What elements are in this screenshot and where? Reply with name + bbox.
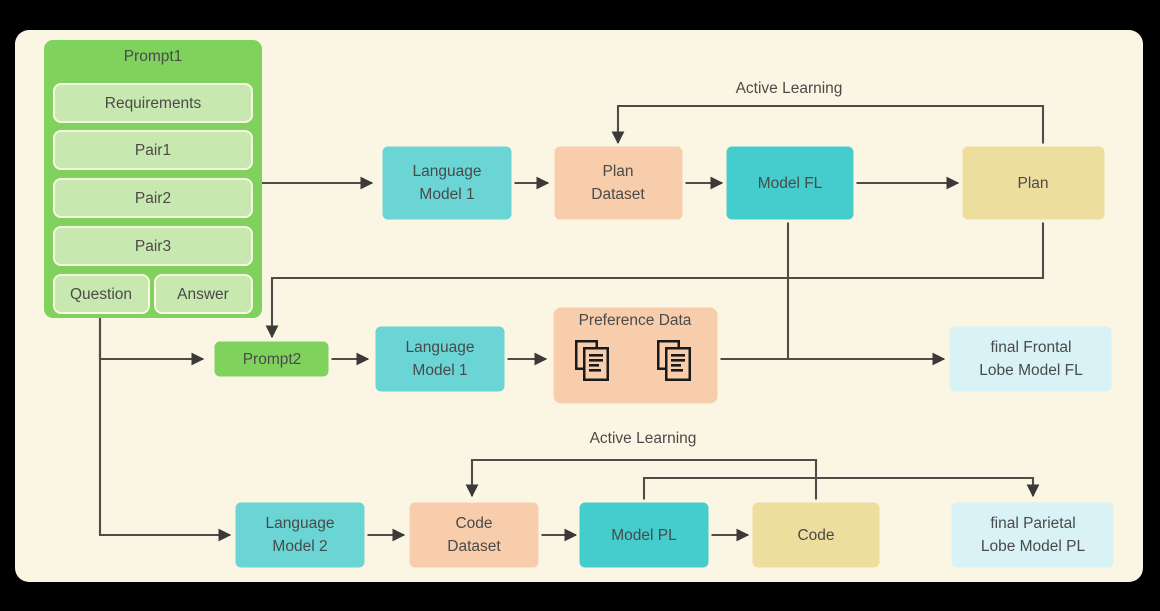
edge-model-pl-to-final-parietal (642, 476, 1040, 500)
prompt1-item-answer[interactable]: Answer (154, 274, 253, 314)
prompt1-panel[interactable]: Prompt1 Requirements Pair1 Pair2 Pair3 Q… (44, 40, 262, 318)
node-label-line1: Model FL (758, 175, 823, 192)
node-label-line1: Model PL (611, 527, 677, 544)
node-label-line1: Prompt2 (243, 351, 302, 368)
document-copy-icon (657, 340, 691, 381)
edge-question-to-prompt2 (98, 318, 205, 366)
node-label-line2: Model 1 (419, 186, 474, 203)
node-code[interactable]: Code (749, 499, 883, 571)
edge-plan-to-prompt2 (265, 221, 1045, 339)
node-model-pl[interactable]: Model PL (576, 499, 712, 571)
node-label-line1: Language (406, 339, 475, 356)
node-language-model-1-top[interactable]: Language Model 1 (379, 143, 515, 223)
node-label-line1: Plan (602, 163, 633, 180)
prompt1-title: Prompt1 (124, 48, 183, 65)
node-prompt2[interactable]: Prompt2 (211, 338, 332, 380)
prompt1-item-requirements[interactable]: Requirements (53, 83, 253, 123)
edge-active-learning-bottom (465, 458, 818, 500)
prompt1-item-label: Pair2 (135, 190, 171, 207)
node-label-line2: Lobe Model FL (979, 362, 1083, 379)
node-label-line1: final Parietal (990, 515, 1075, 532)
node-label-line1: Plan (1017, 175, 1048, 192)
node-label-line2: Lobe Model PL (981, 538, 1086, 555)
edge-question-to-lm2 (98, 318, 232, 542)
prompt1-item-label: Pair1 (135, 142, 171, 159)
prompt1-item-label: Pair3 (135, 238, 171, 255)
node-label-line2: Dataset (447, 538, 501, 555)
prompt1-qa-label: Answer (177, 286, 229, 303)
preference-data-title: Preference Data (579, 312, 692, 329)
node-plan[interactable]: Plan (959, 143, 1108, 223)
node-label-line2: Dataset (591, 186, 645, 203)
node-label-line1: Code (797, 527, 834, 544)
prompt1-item-pair1[interactable]: Pair1 (53, 130, 253, 170)
node-label-line2: Model 1 (412, 362, 467, 379)
node-label-line1: final Frontal (991, 339, 1072, 356)
prompt1-item-pair2[interactable]: Pair2 (53, 178, 253, 218)
document-copy-icon (575, 340, 609, 381)
node-model-fl[interactable]: Model FL (723, 143, 857, 223)
node-label-line1: Code (455, 515, 492, 532)
prompt1-item-question[interactable]: Question (53, 274, 150, 314)
node-code-dataset[interactable]: Code Dataset (406, 499, 542, 571)
prompt1-item-label: Requirements (105, 95, 202, 112)
node-label-line2: Model 2 (272, 538, 327, 555)
node-preference-data[interactable]: Preference Data (550, 304, 721, 407)
edge-label-active-learning-bottom: Active Learning (590, 430, 697, 447)
node-label-line1: Language (413, 163, 482, 180)
node-language-model-2[interactable]: Language Model 2 (232, 499, 368, 571)
edge-active-learning-top (611, 104, 1045, 148)
prompt1-item-pair3[interactable]: Pair3 (53, 226, 253, 266)
node-language-model-1-mid[interactable]: Language Model 1 (372, 323, 508, 395)
prompt1-qa-label: Question (70, 286, 132, 303)
node-label-line1: Language (266, 515, 335, 532)
node-plan-dataset[interactable]: Plan Dataset (551, 143, 686, 223)
node-final-frontal-lobe-model-fl[interactable]: final Frontal Lobe Model FL (946, 323, 1115, 395)
edge-label-active-learning-top: Active Learning (736, 80, 843, 97)
node-final-parietal-lobe-model-pl[interactable]: final Parietal Lobe Model PL (948, 499, 1117, 571)
